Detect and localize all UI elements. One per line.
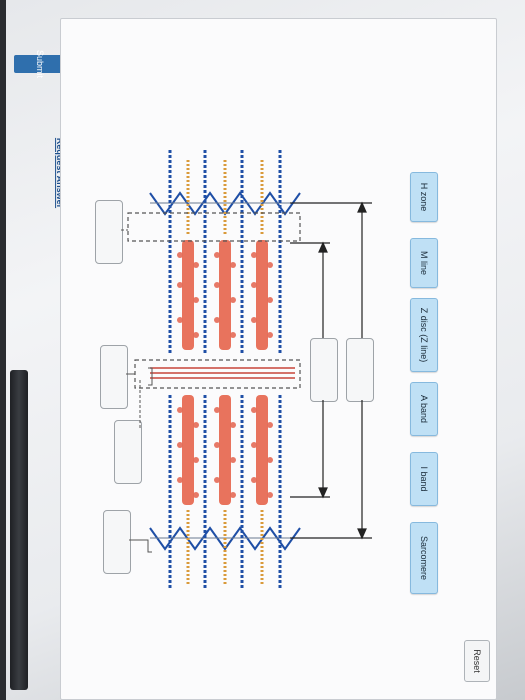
dashed-box-top [128, 213, 300, 241]
leader-lines [121, 230, 152, 552]
m-line [150, 368, 295, 378]
dimension-arrows [290, 203, 372, 538]
dashed-box-middle [135, 360, 300, 388]
